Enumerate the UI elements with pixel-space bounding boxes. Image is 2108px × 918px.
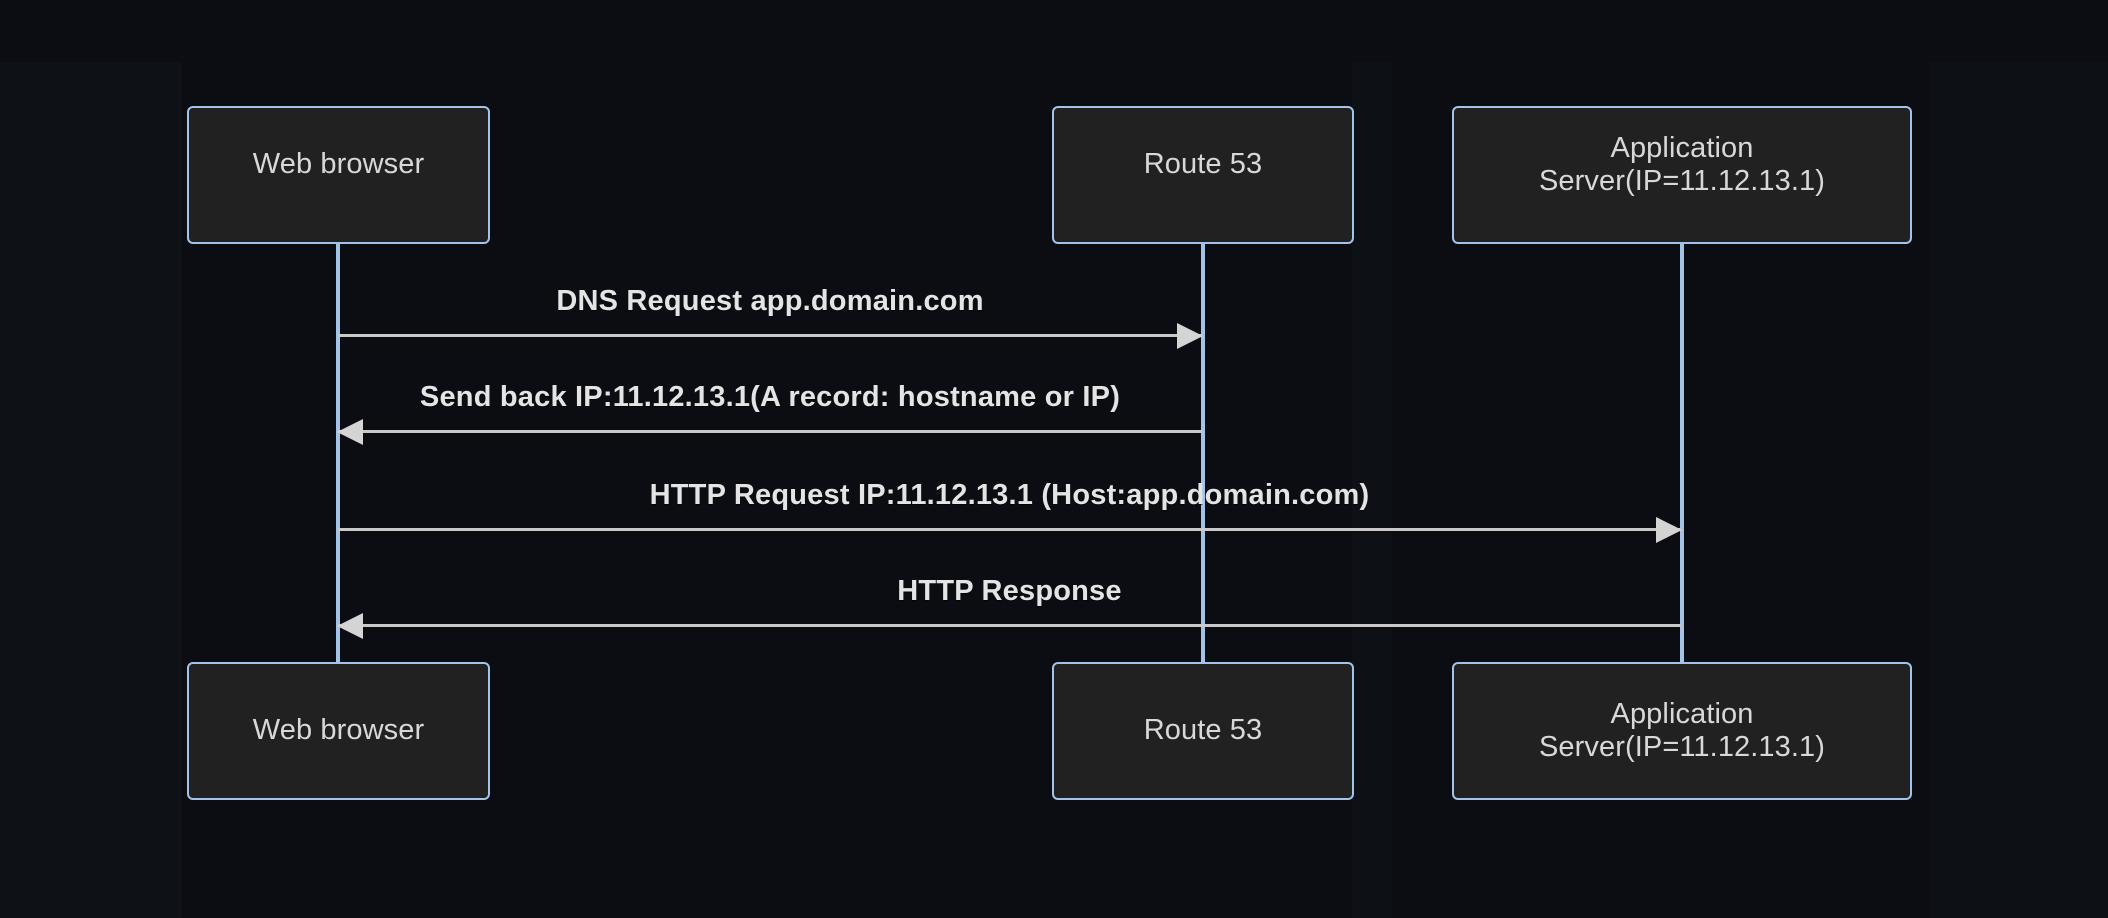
message-3-arrowhead-right-icon [1656, 517, 1682, 543]
participant-box-application-server-top[interactable]: Application Server(IP=11.12.13.1) [1452, 106, 1912, 244]
participant-box-route-53-bottom[interactable]: Route 53 [1052, 662, 1354, 800]
message-2-line [338, 430, 1202, 433]
lifeline-application-server [1680, 244, 1684, 662]
lifeline-route-53 [1201, 244, 1205, 662]
message-1-arrowhead-right-icon [1177, 323, 1203, 349]
participant-label-application-server-top: Application Server(IP=11.12.13.1) [1538, 131, 1826, 197]
participant-label-web-browser-top: Web browser [252, 148, 425, 181]
participant-label-application-server-bottom: Application Server(IP=11.12.13.1) [1538, 697, 1826, 763]
message-3-line [338, 528, 1681, 531]
participant-box-application-server-bottom[interactable]: Application Server(IP=11.12.13.1) [1452, 662, 1912, 800]
message-1-line [338, 334, 1202, 337]
message-4-arrowhead-left-icon [337, 613, 363, 639]
participant-label-route-53-top: Route 53 [1143, 148, 1263, 181]
participant-box-web-browser-bottom[interactable]: Web browser [187, 662, 490, 800]
participant-box-web-browser-top[interactable]: Web browser [187, 106, 490, 244]
message-2-label: Send back IP:11.12.13.1(A record: hostna… [419, 381, 1121, 413]
participant-box-route-53-top[interactable]: Route 53 [1052, 106, 1354, 244]
background-panel-right [1930, 62, 2108, 918]
message-1-label: DNS Request app.domain.com [556, 285, 984, 317]
participant-label-route-53-bottom: Route 53 [1143, 714, 1263, 747]
background-panel-left [0, 62, 182, 918]
lifeline-web-browser [336, 244, 340, 662]
message-4-line [338, 624, 1681, 627]
message-4-label: HTTP Response [897, 575, 1122, 607]
message-2-arrowhead-left-icon [337, 419, 363, 445]
participant-label-web-browser-bottom: Web browser [252, 714, 425, 747]
message-3-label: HTTP Request IP:11.12.13.1 (Host:app.dom… [649, 479, 1370, 511]
